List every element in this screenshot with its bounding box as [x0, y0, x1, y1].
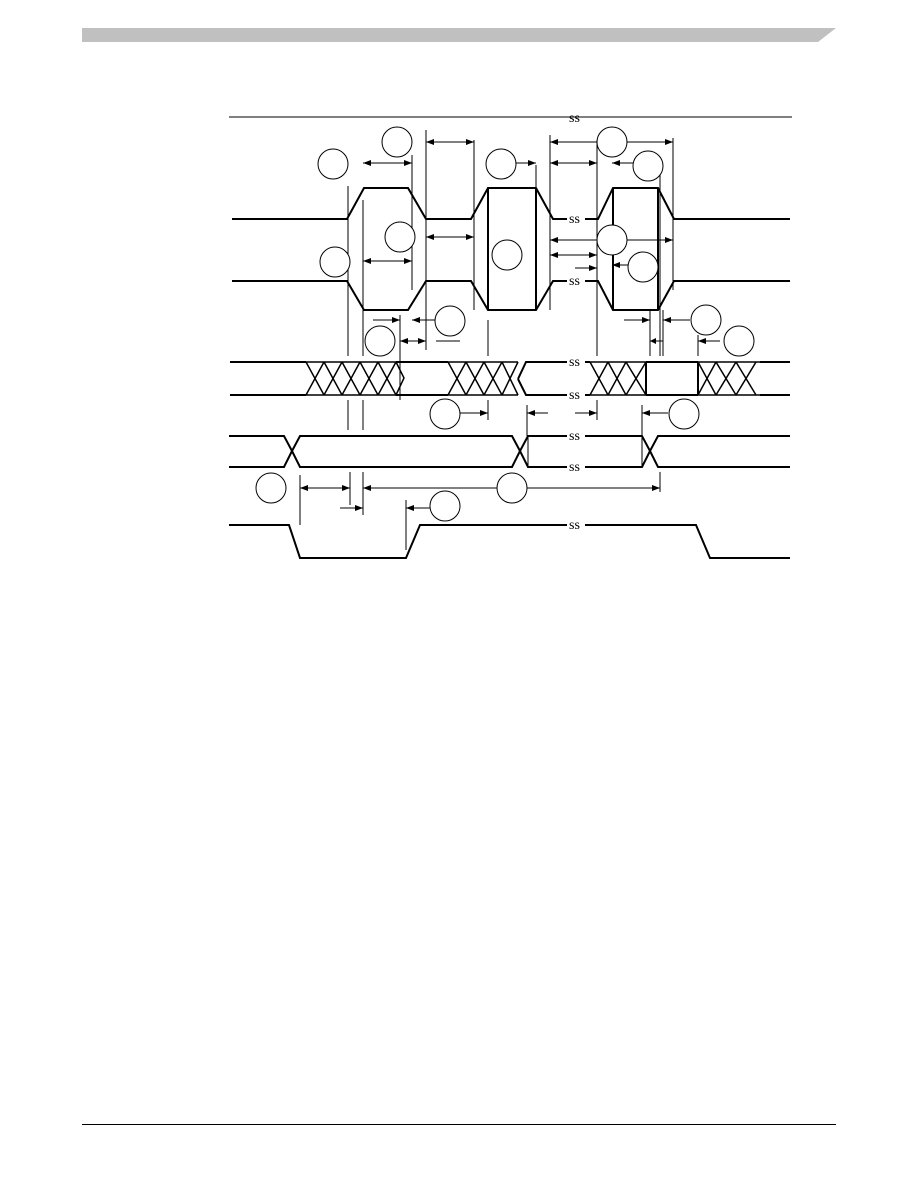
callout-circle: [384, 221, 416, 253]
callout-circle: [690, 304, 722, 336]
callout-circle: [596, 224, 628, 256]
timing-arrows: [300, 139, 720, 511]
footer-rule: [82, 1124, 836, 1125]
svg-text:ss: ss: [569, 212, 580, 227]
waveform-data-bus: [230, 361, 790, 396]
callout-circle: [627, 251, 659, 283]
callout-circle: [255, 472, 287, 504]
callout-circle: [491, 239, 523, 271]
waveform-strobe: [229, 524, 790, 559]
callout-circle: [723, 325, 755, 357]
svg-text:ss: ss: [569, 111, 580, 126]
callout-circle: [364, 325, 396, 357]
timing-callouts: [255, 126, 755, 522]
waveform-clock-a: [232, 187, 790, 220]
callout-circle: [429, 490, 461, 522]
callout-circle: [632, 150, 664, 182]
timing-reference-lines: [299, 130, 699, 550]
svg-text:ss: ss: [569, 274, 580, 289]
callout-circle: [317, 148, 349, 180]
svg-text:ss: ss: [569, 355, 580, 370]
callout-circle: [381, 126, 413, 158]
svg-text:ss: ss: [569, 460, 580, 475]
svg-text:ss: ss: [569, 518, 580, 533]
callout-circle: [485, 148, 517, 180]
svg-text:ss: ss: [569, 429, 580, 444]
waveform-control-bus: [229, 435, 790, 468]
callout-circle: [434, 305, 466, 337]
callout-circle: [496, 472, 528, 504]
break-marks: ss ss ss ss ss ss ss ss: [569, 111, 580, 533]
timing-diagram: ss ss ss ss ss ss ss ss: [229, 111, 792, 559]
callout-circle: [668, 398, 700, 430]
waveform-clock-b: [232, 188, 790, 311]
callout-circle: [429, 398, 461, 430]
callout-circle: [319, 246, 351, 278]
svg-text:ss: ss: [569, 388, 580, 403]
callout-circle: [596, 126, 628, 158]
header-bar: [82, 28, 836, 42]
